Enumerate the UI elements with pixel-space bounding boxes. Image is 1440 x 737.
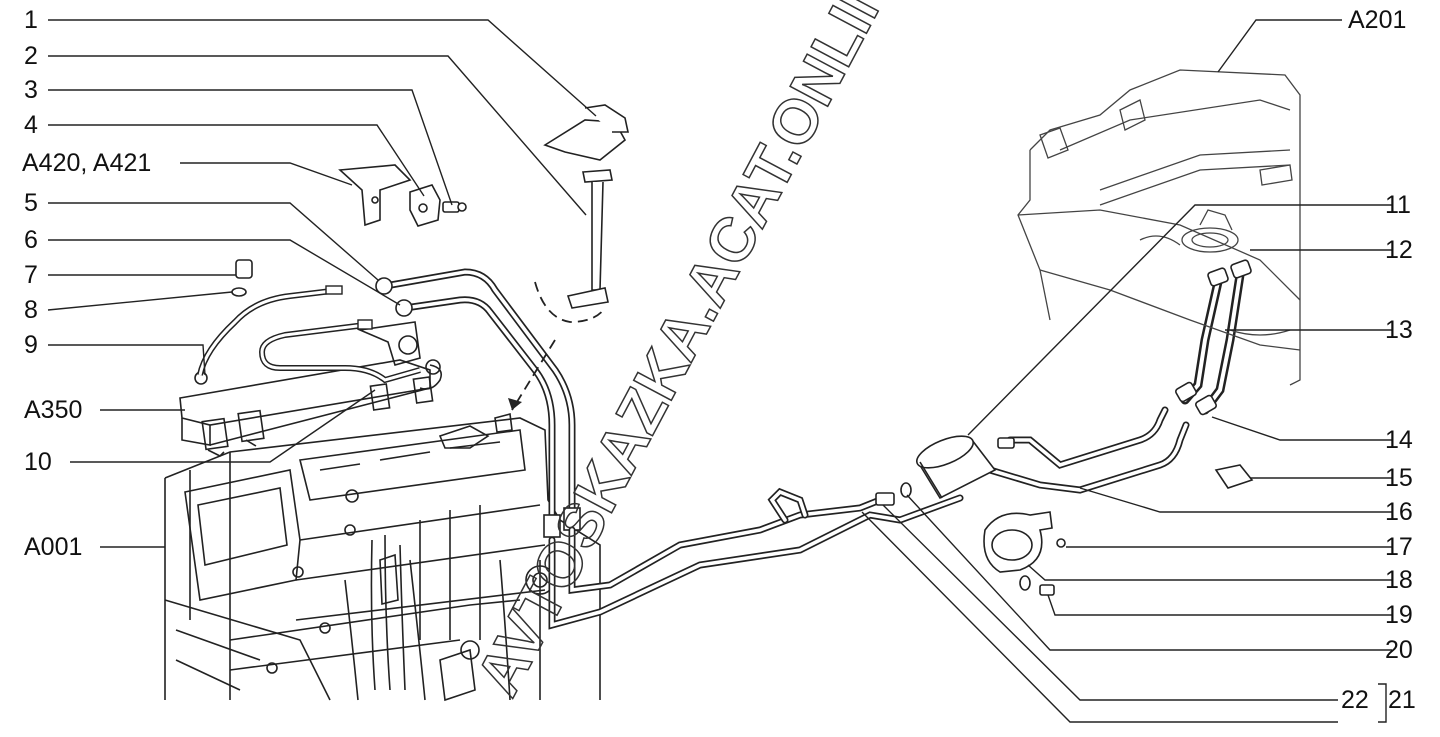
callout-16: 16 — [1385, 498, 1413, 526]
callout-5: 5 — [24, 189, 38, 217]
fuel-tank — [1017, 69, 1301, 386]
engine-block — [164, 412, 601, 702]
callout-15: 15 — [1385, 464, 1413, 492]
callout-20: 20 — [1385, 636, 1413, 664]
callout-3: 3 — [24, 76, 38, 104]
callout-1: 1 — [24, 6, 38, 34]
callout-13: 13 — [1385, 316, 1413, 344]
callout-22: 22 — [1341, 686, 1369, 714]
svg-text:AVTOSKAZKA.ACAT.ONLINE: AVTOSKAZKA.ACAT.ONLINE — [463, 0, 925, 707]
callout-8: 8 — [24, 296, 38, 324]
callout-6: 6 — [24, 226, 38, 254]
callout-7: 7 — [24, 261, 38, 289]
pipe-bracket — [543, 104, 629, 309]
fuel-rail — [179, 321, 443, 457]
callout-18: 18 — [1385, 566, 1413, 594]
callout-10: 10 — [24, 448, 52, 476]
leader-lines — [47, 19, 1392, 723]
fuel-pipes — [375, 268, 1245, 630]
callout-4: 4 — [24, 111, 38, 139]
watermark: AVTOSKAZKA.ACAT.ONLINE — [463, 0, 926, 707]
callout-12: 12 — [1385, 236, 1413, 264]
callout-9: 9 — [24, 331, 38, 359]
callout-a420-a421: A420, A421 — [22, 149, 152, 177]
filter-clamp — [983, 464, 1254, 596]
callout-21: 21 — [1388, 686, 1416, 714]
callout-17: 17 — [1385, 533, 1413, 561]
fuel-filter — [875, 435, 1015, 506]
callout-2: 2 — [24, 42, 38, 70]
callout-19: 19 — [1385, 601, 1413, 629]
callout-a001: A001 — [24, 533, 83, 561]
callout-a350: A350 — [24, 396, 83, 424]
injector-feed-pipe — [258, 322, 421, 384]
callout-a201: A201 — [1348, 6, 1407, 34]
callout-11: 11 — [1385, 191, 1411, 219]
callout-14: 14 — [1385, 426, 1413, 454]
support-bracket — [231, 164, 467, 297]
